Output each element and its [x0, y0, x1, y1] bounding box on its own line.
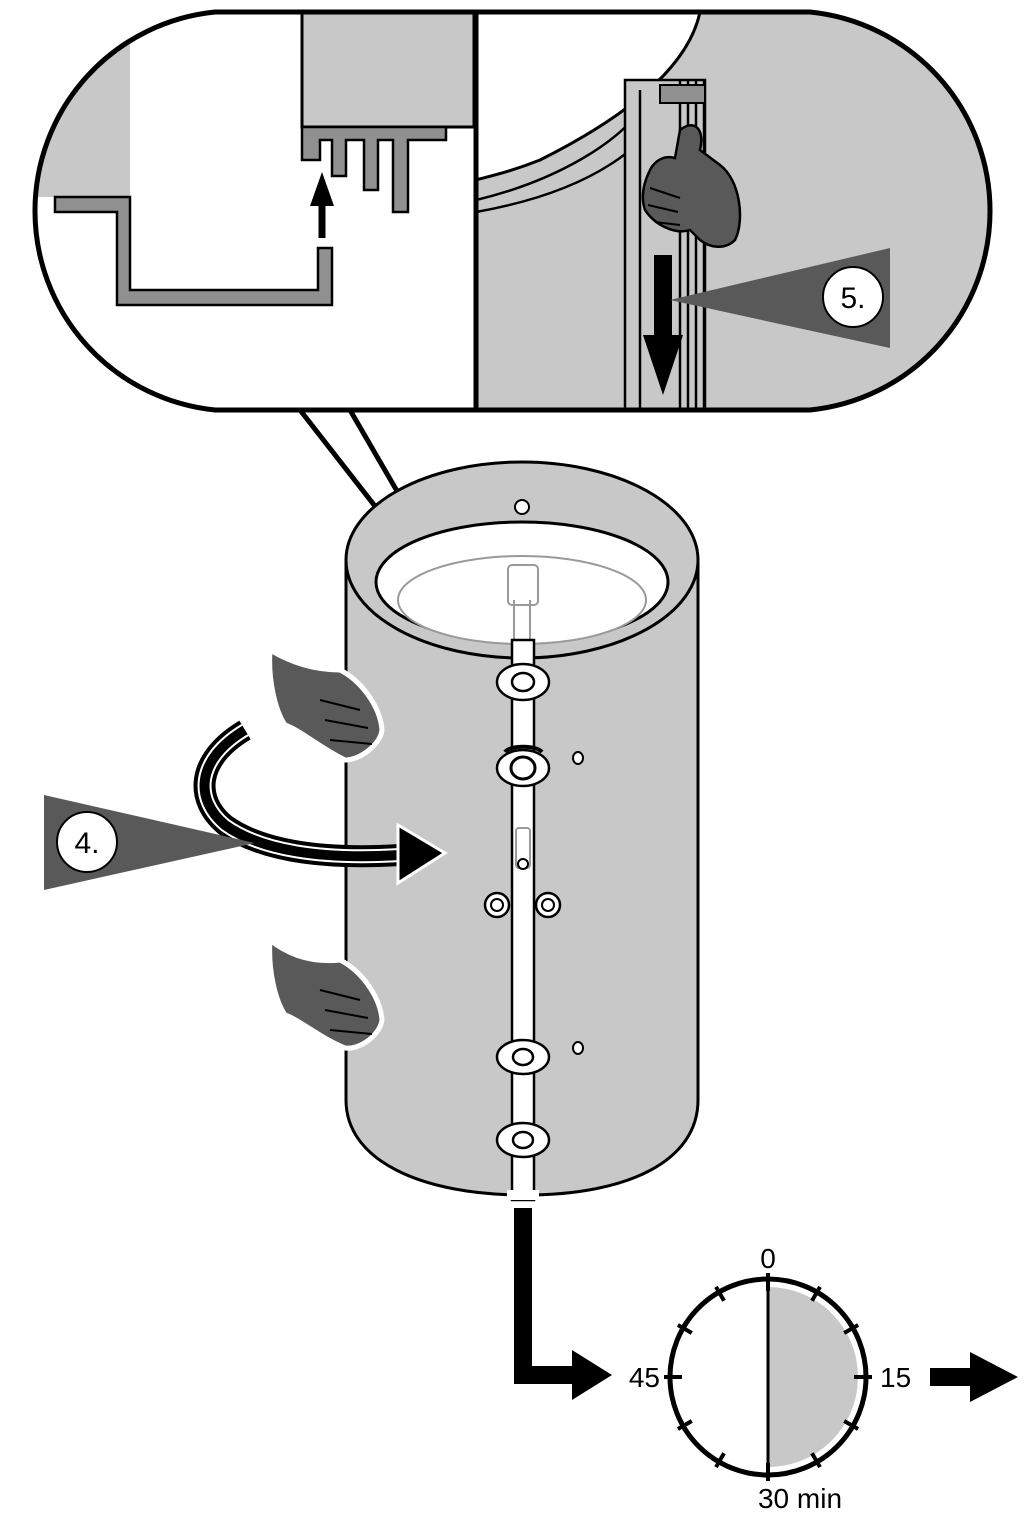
water-tank	[344, 460, 700, 1202]
up-arrow-icon	[310, 172, 334, 238]
flow-arrow	[514, 1208, 612, 1400]
side-connector	[483, 891, 511, 919]
bolt	[572, 1041, 584, 1055]
pipe-connector	[495, 744, 551, 788]
pipe-connector	[495, 1121, 551, 1159]
timer-mark-45: 45	[629, 1362, 660, 1393]
detail-callout	[32, 9, 993, 663]
timer-mark-0: 0	[760, 1243, 776, 1274]
rotation-arrow-icon	[193, 720, 448, 886]
step-5-marker: 5.	[670, 248, 890, 348]
timer-elapsed-fill	[768, 1287, 858, 1467]
timer-tick	[843, 1323, 860, 1335]
step-5-label: 5.	[840, 282, 865, 315]
step-4-label: 4.	[74, 827, 99, 860]
internal-anode-rod	[507, 564, 539, 640]
side-connector	[534, 891, 562, 919]
hand-icon	[641, 124, 742, 248]
timer-tick	[843, 1419, 860, 1431]
timer-tick	[714, 1452, 726, 1469]
tank-top-hole	[514, 499, 530, 515]
timer-tick	[676, 1419, 693, 1431]
timer-tick	[810, 1285, 822, 1302]
pipe-connector	[495, 662, 551, 702]
timer-ticks	[664, 1273, 872, 1481]
sensor-sleeve	[515, 827, 531, 870]
wait-timer: 0 15 30 min 45	[629, 1243, 911, 1514]
bracket-profile	[53, 195, 334, 307]
timer-tick	[714, 1285, 726, 1302]
cross-section-detail	[34, 12, 476, 307]
installed-detail	[476, 12, 991, 410]
pipe-connector	[495, 1038, 551, 1076]
tank-seam	[510, 638, 536, 1202]
down-arrow-icon	[643, 255, 683, 395]
step-4-marker: 4.	[44, 795, 255, 890]
timer-tick	[810, 1452, 822, 1469]
next-arrow-icon	[930, 1352, 1018, 1402]
timer-mark-30: 30 min	[758, 1483, 842, 1514]
timer-mark-15: 15	[880, 1362, 911, 1393]
bolt	[572, 751, 584, 765]
hand-upper-icon	[267, 645, 385, 763]
hand-lower-icon	[267, 935, 385, 1051]
comb-teeth	[300, 125, 448, 214]
timer-tick	[676, 1323, 693, 1335]
